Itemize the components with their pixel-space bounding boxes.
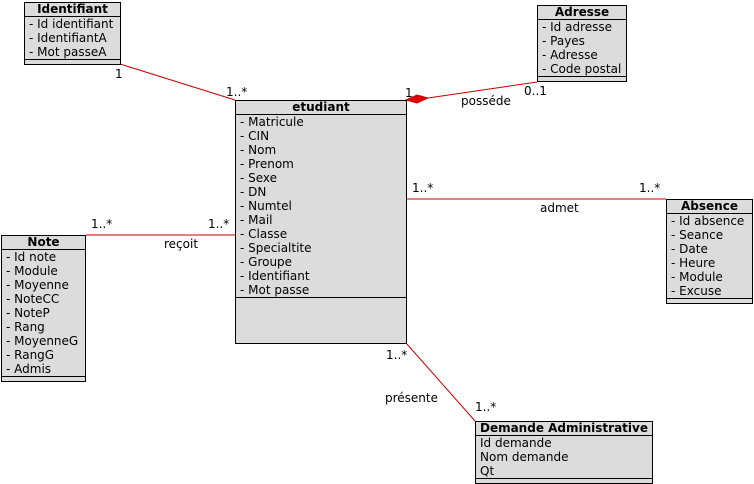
attribute: - Module	[671, 270, 723, 284]
class-demande-administrative[interactable]: Demande Administrative Id demande Nom de…	[475, 421, 653, 484]
attribute: - Mail	[240, 213, 273, 227]
multiplicity-label: 0..1	[524, 84, 547, 98]
class-note[interactable]: Note - Id note - Module - Moyenne - Note…	[1, 235, 86, 382]
attribute: - Rang	[6, 320, 45, 334]
association-name: admet	[540, 201, 579, 215]
attribute: Qt	[480, 464, 495, 478]
multiplicity-label: 1..*	[412, 181, 434, 195]
class-title: Note	[2, 236, 85, 250]
association-name: présente	[385, 391, 438, 405]
attribute-list: - Matricule - CIN - Nom - Prenom - Sexe …	[236, 115, 406, 298]
attribute: - RangG	[6, 348, 55, 362]
attribute: - Seance	[671, 228, 724, 242]
attribute: - Id adresse	[542, 20, 613, 34]
attribute: - Mot passe	[240, 283, 310, 297]
attribute: - Id note	[6, 250, 57, 264]
attribute: - Specialtite	[240, 241, 312, 255]
attribute: - Numtel	[240, 199, 292, 213]
attribute: - Heure	[671, 256, 716, 270]
attribute: - NoteCC	[6, 292, 60, 306]
multiplicity-label: 1	[405, 86, 413, 100]
multiplicity-label: 1..*	[386, 348, 408, 362]
class-title: Identifiant	[25, 3, 120, 17]
attribute: Id demande	[480, 436, 552, 450]
attribute: Nom demande	[480, 450, 569, 464]
attribute: - Nom	[240, 143, 277, 157]
attribute-list: - Id note - Module - Moyenne - NoteCC - …	[2, 250, 85, 377]
attribute: - NoteP	[6, 306, 50, 320]
class-absence[interactable]: Absence - Id absence - Seance - Date - H…	[666, 199, 753, 304]
attribute: - Id absence	[671, 214, 745, 228]
multiplicity-label: 1..*	[91, 217, 113, 231]
attribute: - Matricule	[240, 115, 304, 129]
class-identifiant[interactable]: Identifiant - Id identifiant - Identifia…	[24, 2, 121, 65]
attribute-list: - Id absence - Seance - Date - Heure - M…	[667, 214, 752, 299]
class-adresse[interactable]: Adresse - Id adresse - Payes - Adresse -…	[537, 5, 627, 82]
attribute-list: - Id adresse - Payes - Adresse - Code po…	[538, 20, 626, 77]
attribute: - Adresse	[542, 48, 598, 62]
attribute: - DN	[240, 185, 267, 199]
attribute: - MoyenneG	[6, 334, 79, 348]
attribute: - CIN	[240, 129, 270, 143]
attribute: - Prenom	[240, 157, 294, 171]
attribute: - Id identifiant	[29, 17, 114, 31]
attribute: - Groupe	[240, 255, 293, 269]
attribute: - Mot passeA	[29, 45, 107, 59]
attribute: - Admis	[6, 362, 52, 376]
class-title: Demande Administrative	[476, 422, 652, 436]
class-title: Absence	[667, 200, 752, 214]
multiplicity-label: 1..*	[226, 85, 248, 99]
multiplicity-label: 1	[115, 67, 123, 81]
attribute-list: Id demande Nom demande Qt	[476, 436, 652, 479]
class-title: Adresse	[538, 6, 626, 20]
attribute: - Moyenne	[6, 278, 69, 292]
attribute: - Classe	[240, 227, 288, 241]
attribute: - Code postal	[542, 62, 622, 76]
attribute: - Identifiant	[240, 269, 310, 283]
attribute: - Sexe	[240, 171, 278, 185]
class-etudiant[interactable]: etudiant - Matricule - CIN - Nom - Preno…	[235, 100, 407, 344]
class-title: etudiant	[236, 101, 406, 115]
attribute: - Excuse	[671, 284, 722, 298]
link-etudiant-demande	[405, 342, 476, 422]
association-name: posséde	[461, 94, 511, 108]
multiplicity-label: 1..*	[639, 181, 661, 195]
attribute: - Date	[671, 242, 708, 256]
attribute: - Module	[6, 264, 58, 278]
multiplicity-label: 1..*	[475, 400, 497, 414]
multiplicity-label: 1..*	[208, 217, 230, 231]
link-adresse-etudiant	[427, 81, 538, 99]
attribute-list: - Id identifiant - IdentifiantA - Mot pa…	[25, 17, 120, 60]
composition-diamond	[404, 94, 430, 104]
attribute: - Payes	[542, 34, 585, 48]
attribute: - IdentifiantA	[29, 31, 107, 45]
association-name: reçoit	[164, 237, 199, 251]
link-identifiant-etudiant	[119, 63, 236, 101]
